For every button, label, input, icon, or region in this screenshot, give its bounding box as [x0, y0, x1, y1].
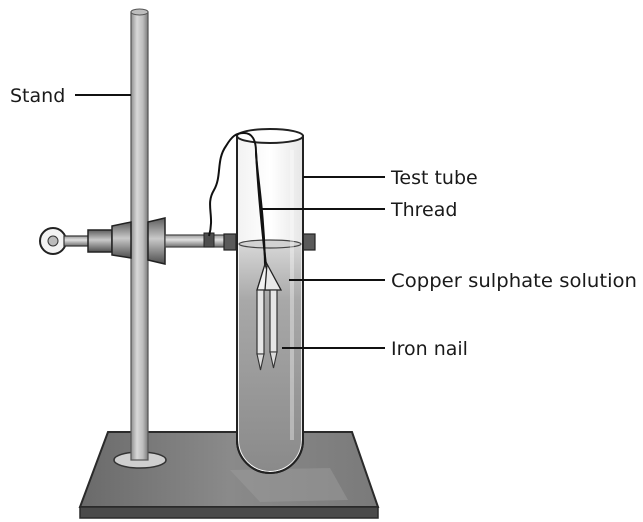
label-stand: Stand — [10, 85, 65, 107]
thread — [208, 131, 267, 266]
test-tube — [236, 128, 304, 474]
stand-rod — [130, 8, 149, 461]
label-test-tube: Test tube — [390, 167, 478, 189]
label-thread: Thread — [390, 199, 457, 221]
label-solution: Copper sulphate solution — [391, 270, 637, 292]
leader-lines — [75, 94, 385, 349]
label-nail: Iron nail — [391, 338, 468, 360]
stand-base — [78, 431, 380, 519]
iron-nails — [256, 261, 283, 371]
